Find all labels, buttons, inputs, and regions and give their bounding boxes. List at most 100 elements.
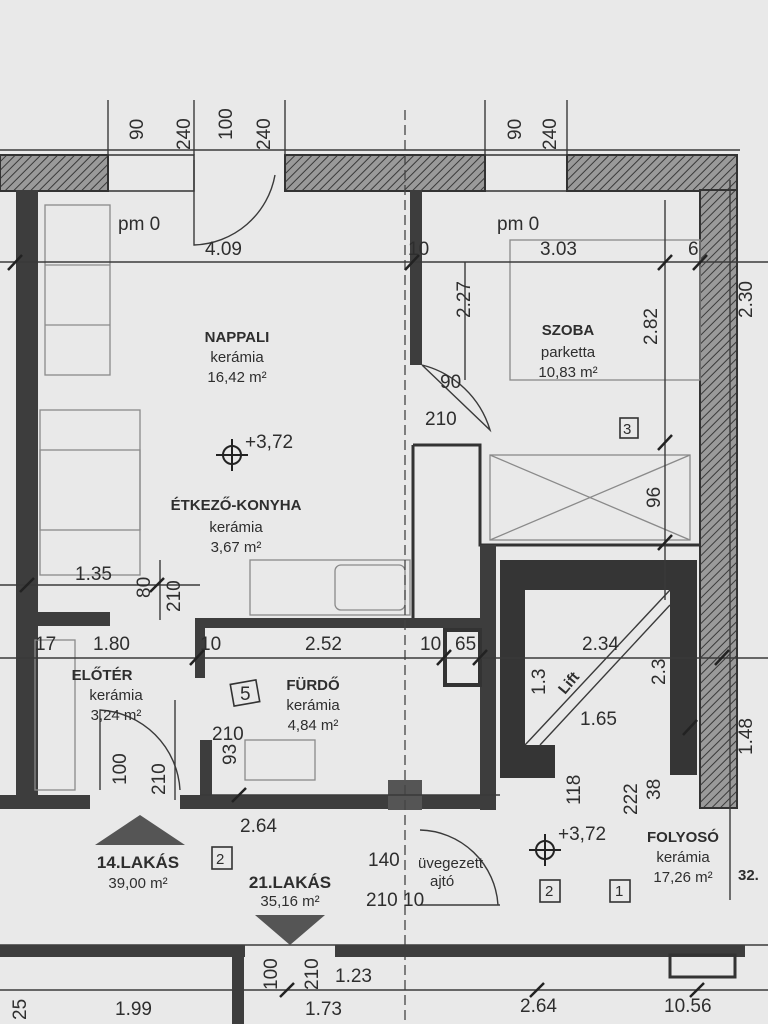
room-area-furdo: 4,84 m² [288,717,339,734]
elevation-folyoso-label: +3,72 [558,824,606,845]
dim-lift-inner: 1.65 [580,709,617,730]
dim-szoba-230: 2.30 [736,281,757,318]
bottom-dim-210: 210 [302,958,323,990]
dim-lift-118: 118 [564,775,585,805]
dim-lift-148: 1.48 [736,718,757,755]
labels: 90 240 100 240 90 240 pm 0 4.09 NAPPALI … [10,108,759,1020]
level-szoba: pm 0 [497,214,539,235]
dim-furdo-door-h: 210 [212,724,244,745]
bottom-dim-1056: 10.56 [664,996,712,1017]
room-area-eloter: 3,24 m² [91,707,142,724]
room-floor-etkezo: kerámia [209,519,263,536]
dim-etkezo-door-h: 210 [164,580,185,612]
furniture [34,204,701,791]
wall-bottom-box [668,953,737,979]
marker-folyoso-a-label: 2 [545,883,553,900]
dim-szoba-10: 10 [408,239,429,260]
room-name-etkezo: ÉTKEZŐ-KONYHA [171,496,302,514]
marker-folyoso-b-label: 1 [615,883,623,900]
dim-etkezo-width: 1.35 [75,564,112,585]
dim-etkezo-door-w: 80 [134,577,155,598]
room-floor-nappali: kerámia [210,349,264,366]
bottom-dim-264: 2.64 [520,996,557,1017]
door-szoba-width: 90 [440,372,461,393]
dim-nappali-width: 4.09 [205,239,242,260]
top-dim-240a: 240 [174,118,195,150]
top-dim-90a: 90 [127,119,148,140]
room-area-nappali: 16,42 m² [207,369,266,386]
glazed-door-line2: ajtó [430,873,454,890]
room-floor-furdo: kerámia [286,697,340,714]
wall-bottom-post [232,945,244,1024]
marker-14-label: 2 [216,851,224,868]
walls [0,149,740,810]
wall-left [16,190,38,800]
room-name-folyoso: FOLYOSÓ [647,828,719,846]
dim-21-10: 10 [403,890,424,911]
wall-furdo-mini [200,740,212,800]
room-name-eloter: ELŐTÉR [72,666,133,684]
glazed-door-line1: üvegezett [418,855,484,872]
room-name-furdo: FÜRDŐ [286,676,340,694]
dim-furdo-door-w: 93 [220,744,241,765]
dim-furdo-10a: 10 [200,634,221,655]
dim-eloter-17: 17 [35,634,56,655]
bottom-dim-173: 1.73 [305,999,342,1020]
top-dim-100: 100 [216,108,237,140]
lift-shaft-wall [500,560,697,778]
top-dim-90b: 90 [505,119,526,140]
marker-box-folyoso-b [609,879,631,903]
dim-szoba-282: 2.82 [641,308,662,345]
apartment-14-area: 39,00 m² [108,875,167,892]
marker-furdo-label: 5 [240,684,251,705]
room-area-szoba: 10,83 m² [538,364,597,381]
entry-triangle-21 [255,915,325,945]
wall-shaft-right [480,545,496,810]
room-floor-eloter: kerámia [89,687,143,704]
marker-lift-label: 3 [623,421,631,438]
wall-furdo-top [195,618,495,628]
marker-box-furdo [229,678,261,708]
apartment-21-name: 21.LAKÁS [249,873,331,892]
dim-szoba-corner: 6 [688,239,699,260]
window-frame-right [484,154,568,192]
wall-furdo-left [195,618,205,678]
top-dim-240b: 240 [254,118,275,150]
bottom-dim-123: 1.23 [335,966,372,987]
bottom-dim-199: 1.99 [115,999,152,1020]
elevation-marker-main [216,439,248,471]
dim-lift-13: 1.3 [529,669,550,695]
level-nappali: pm 0 [118,214,160,235]
wall-bottom-right [335,945,745,957]
dimension-lines [0,100,768,1024]
marker-box-lift [619,417,639,439]
dim-21-140: 140 [368,850,400,871]
room-name-nappali: NAPPALI [205,329,270,346]
door-szoba-height: 210 [425,409,457,430]
wall-top-left [0,154,109,192]
dim-21-210: 210 [366,890,398,911]
bottom-dim-100: 100 [261,958,282,990]
wall-top-right [566,154,738,192]
wall-furdo-bottom [180,795,495,809]
dim-lift-width: 2.34 [582,634,619,655]
room-area-folyoso: 17,26 m² [653,869,712,886]
wall-right [699,189,738,809]
dim-furdo-10b: 10 [420,634,441,655]
marker-box-14 [211,846,233,870]
dim-furdo-bottom: 2.64 [240,816,277,837]
door-swings [99,160,500,906]
marker-box-folyoso-a [539,879,561,903]
wall-eloter-bottom [0,795,90,809]
elevation-marker-folyoso [529,834,561,866]
dim-eloter-door-h: 210 [149,763,170,795]
wall-eloter-top [30,612,110,626]
room-area-etkezo: 3,67 m² [211,539,262,556]
dim-furdo-width: 2.52 [305,634,342,655]
dim-lift-height: 2.3 [649,659,670,685]
entry-triangle-14 [95,815,185,845]
apartment-14-name: 14.LAKÁS [97,853,179,872]
top-dim-240c: 240 [540,118,561,150]
dim-eloter-door-w: 100 [110,753,131,785]
